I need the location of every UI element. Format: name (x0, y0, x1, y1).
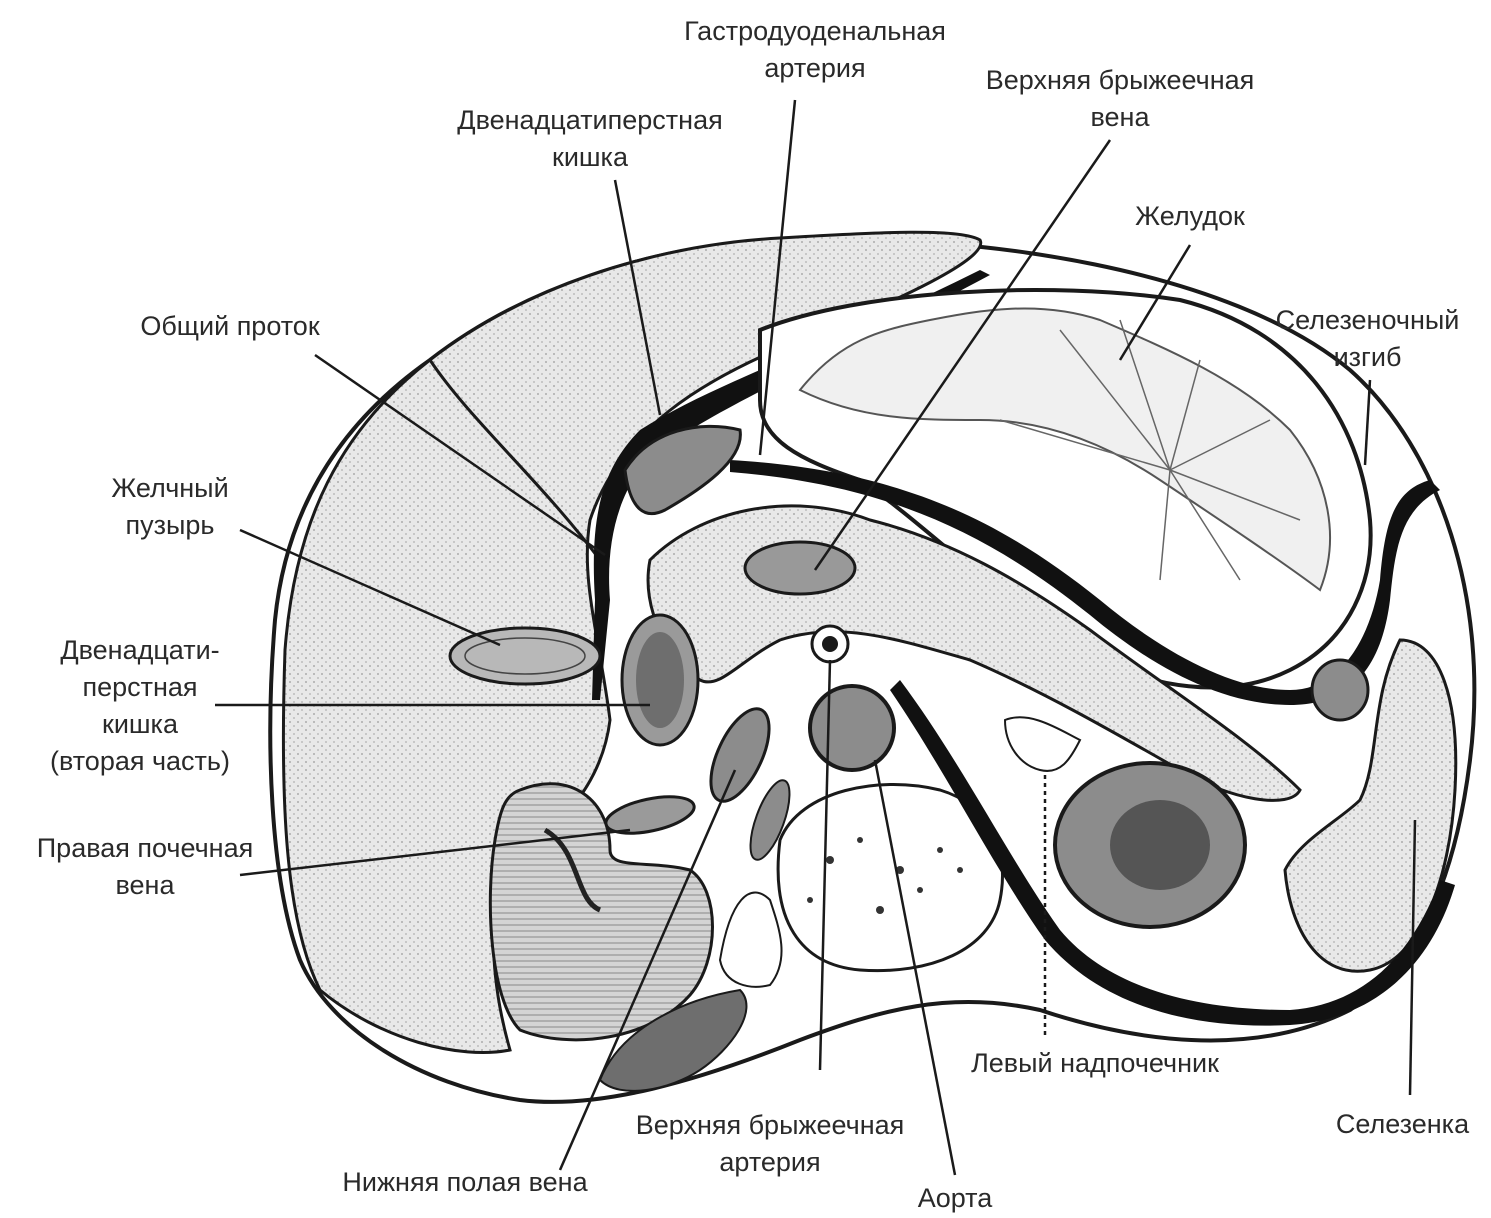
label-duodenum-second-part: Двенадцати- перстная кишка (вторая часть… (15, 632, 265, 780)
label-superior-mesenteric-artery: Верхняя брыжеечная артерия (595, 1107, 945, 1181)
label-duodenum: Двенадцатиперстная кишка (420, 102, 760, 176)
label-common-duct: Общий проток (110, 308, 350, 345)
label-left-adrenal: Левый надпочечник (930, 1045, 1260, 1082)
label-aorta: Аорта (895, 1180, 1015, 1217)
label-gastroduodenal-artery: Гастродуоденальная артерия (640, 13, 990, 87)
label-inferior-vena-cava: Нижняя полая вена (305, 1164, 625, 1201)
label-splenic-flexure: Селезеночный изгиб (1245, 302, 1490, 376)
label-spleen: Селезенка (1315, 1106, 1490, 1143)
label-stomach: Желудок (1110, 198, 1270, 235)
splenic-flexure (1312, 660, 1368, 720)
label-gallbladder: Желчный пузырь (80, 470, 260, 544)
aorta (810, 686, 894, 770)
label-right-renal-vein: Правая почечная вена (5, 830, 285, 904)
superior-mesenteric-vein (745, 542, 855, 594)
label-superior-mesenteric-vein: Верхняя брыжеечная вена (945, 62, 1295, 136)
gallbladder (450, 628, 600, 684)
